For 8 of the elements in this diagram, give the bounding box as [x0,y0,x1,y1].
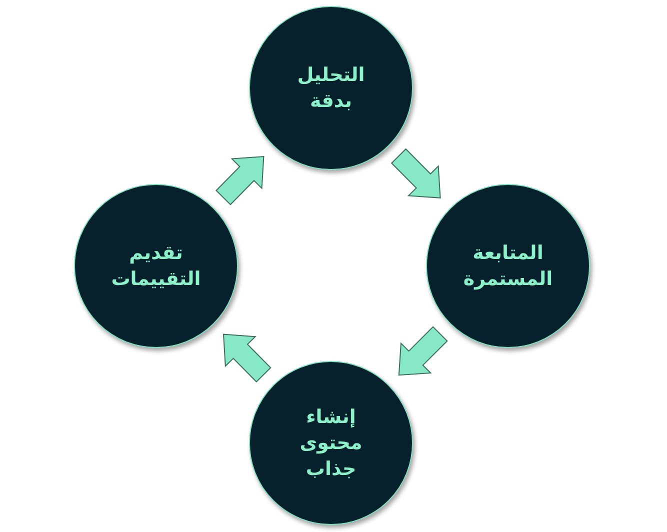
block-arrow [390,148,441,198]
step-label: المتابعة المستمرة [462,241,554,292]
block-arrow [216,156,264,206]
block-arrow [222,334,272,382]
step-label: إنشاء محتوى جذاب [298,405,364,482]
block-arrow [398,326,448,376]
step-label: التحليل بدقة [296,63,366,114]
step-label: تقديم التقييمات [110,241,202,292]
